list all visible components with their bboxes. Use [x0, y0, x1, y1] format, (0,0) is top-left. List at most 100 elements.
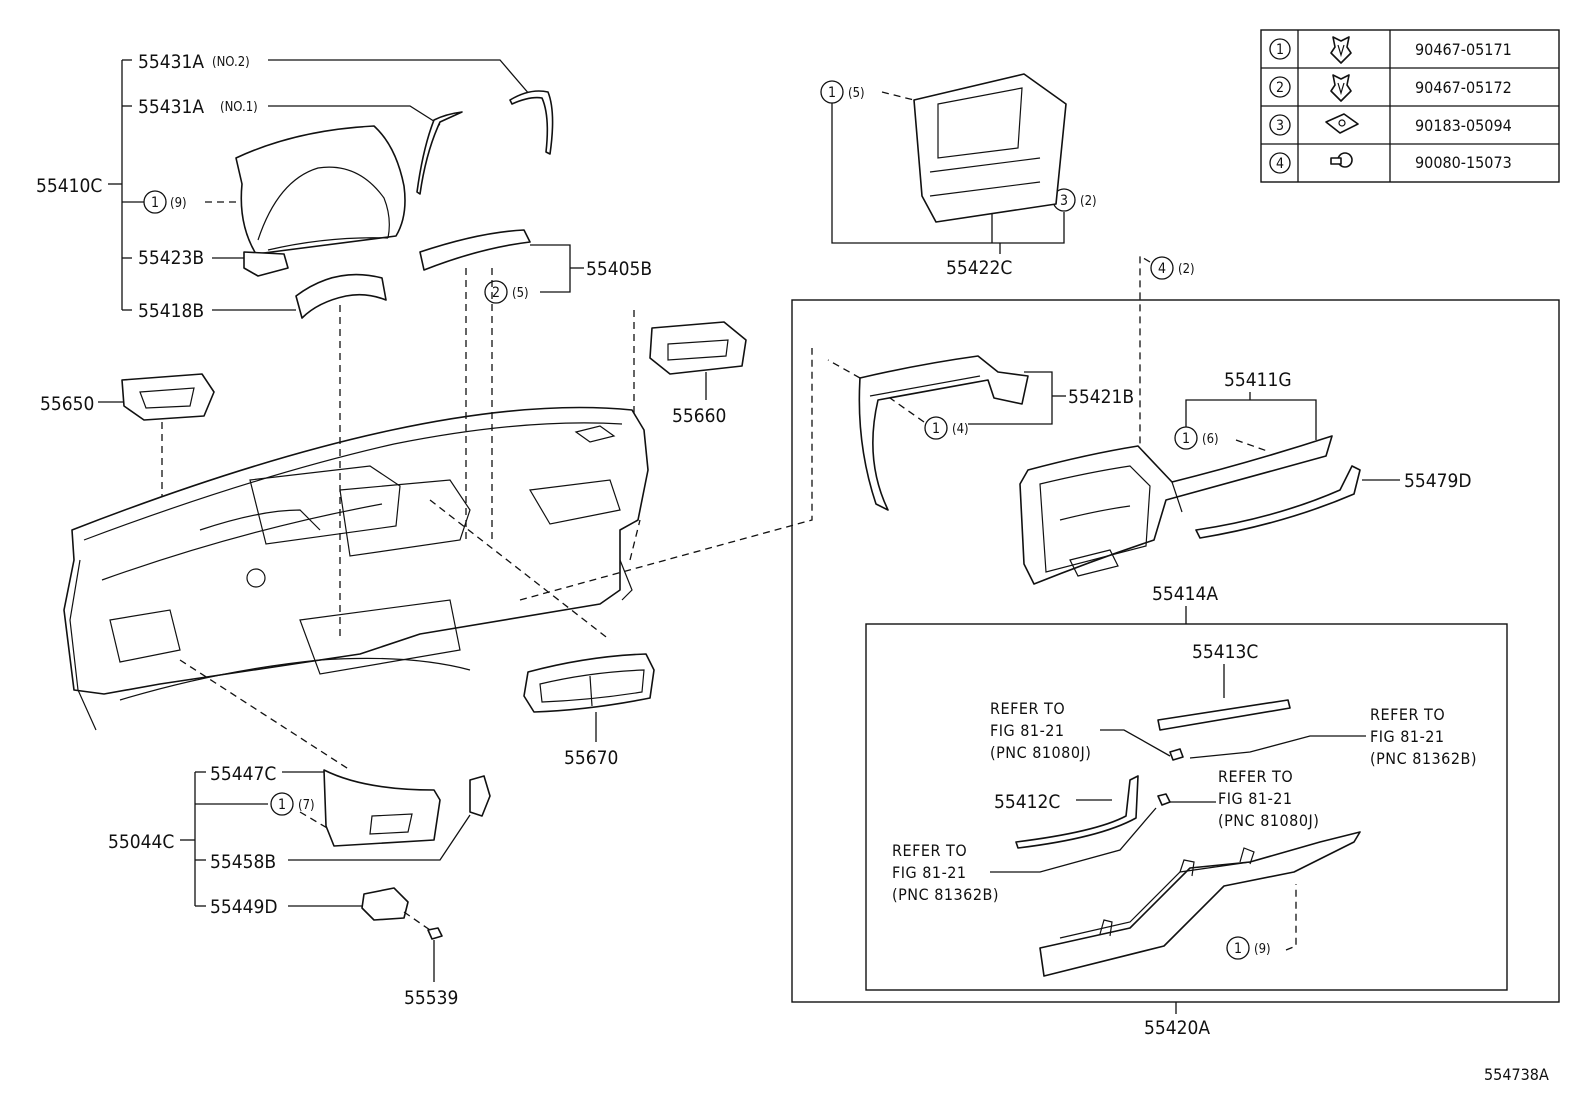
left-vent-group: 55650 — [40, 373, 215, 600]
ref-line: REFER TO — [1218, 767, 1293, 786]
callout-num: 4 — [1158, 261, 1166, 277]
callout-qty: (4) — [952, 422, 969, 437]
callout-clip-2-qty-5: 2 (5) — [484, 280, 529, 304]
legend-part-number: 90183-05094 — [1415, 116, 1512, 135]
lower-vent-group: 55670 — [523, 653, 655, 769]
lower-panel-cover — [323, 769, 441, 847]
legend-num: 3 — [1276, 118, 1284, 134]
label-55660: 55660 — [672, 405, 726, 427]
label-55044c: 55044C — [108, 831, 174, 853]
meter-trim-no1 — [416, 111, 463, 195]
ref-line: FIG 81-21 — [892, 863, 967, 882]
trim-strip-55412c — [1015, 775, 1139, 849]
label-55411g: 55411G — [1224, 369, 1292, 391]
glove-box-upper-panel — [1019, 435, 1333, 585]
label-55431a-no1-sub: (NO.1) — [220, 100, 258, 115]
callout-qty: (5) — [512, 286, 529, 301]
callout-clip-1-qty-9: 1 (9) — [143, 190, 258, 214]
figure-id: 554738A — [1484, 1065, 1549, 1084]
label-55413c: 55413C — [1192, 641, 1258, 663]
glove-box-assembly-group: 55420A 55421B 1 (4) 55411G 1 (6) 55479D — [791, 299, 1560, 1039]
ref-line: REFER TO — [892, 841, 967, 860]
label-55447c: 55447C — [210, 763, 276, 785]
meter-lower-panel — [295, 273, 387, 319]
label-55405b: 55405B — [586, 258, 652, 280]
callout-clip-1-qty-9-lower: 1 (9) — [1226, 884, 1297, 960]
meter-hood-bracket — [243, 251, 289, 277]
display-bezel — [913, 73, 1067, 223]
ref-line: (PNC 81080J) — [990, 743, 1091, 762]
legend-num: 4 — [1276, 156, 1284, 172]
legend-row-2: 2 90467-05172 — [1269, 74, 1512, 102]
label-55412c: 55412C — [994, 791, 1060, 813]
legend-row-4: 4 90080-15073 — [1269, 152, 1512, 174]
ref-line: REFER TO — [1370, 705, 1445, 724]
glove-box-lower-frame — [1039, 831, 1361, 977]
meter-trim-no2 — [509, 90, 554, 155]
ref-line: FIG 81-21 — [1218, 789, 1293, 808]
lower-center-air-vent — [523, 653, 655, 713]
callout-qty: (5) — [848, 86, 865, 101]
label-55410c: 55410C — [36, 175, 102, 197]
ref-line: FIG 81-21 — [1370, 727, 1445, 746]
legend-row-3: 3 90183-05094 — [1269, 113, 1512, 136]
callout-qty: (9) — [170, 196, 187, 211]
meter-hood-group: 55431A (NO.2) 55431A (NO.1) 55410C 55423… — [36, 51, 554, 322]
assembly-box-55414a — [865, 623, 1508, 991]
center-air-vent — [649, 321, 747, 375]
callout-num: 1 — [828, 85, 836, 101]
label-55414a: 55414A — [1152, 583, 1218, 605]
label-55431a-no1: 55431A — [138, 96, 204, 118]
left-air-vent — [121, 373, 215, 421]
label-55539: 55539 — [404, 987, 458, 1009]
ref-line: REFER TO — [990, 699, 1065, 718]
legend-row-1: 1 90467-05171 — [1269, 36, 1512, 64]
upper-panel — [419, 229, 531, 271]
callout-qty: (2) — [1178, 262, 1195, 277]
callout-num: 1 — [1182, 431, 1190, 447]
label-55422c: 55422C — [946, 257, 1012, 279]
clip-icon — [1330, 36, 1352, 64]
trim-strip-55413c — [1157, 699, 1291, 731]
label-55670: 55670 — [564, 747, 618, 769]
center-vent-group: 55660 — [633, 310, 747, 427]
label-55458b: 55458B — [210, 851, 276, 873]
nut-clip-icon — [1325, 113, 1359, 134]
instrument-panel — [63, 268, 813, 771]
callout-clip-1-qty-6: 1 (6) — [1174, 426, 1271, 453]
fastener-legend: 1 90467-05171 2 90467-05172 3 90183-0509 — [1260, 29, 1560, 183]
reference-note-1: REFER TO FIG 81-21 (PNC 81080J) — [990, 699, 1184, 762]
legend-part-number: 90467-05172 — [1415, 78, 1512, 97]
ref-line: (PNC 81362B) — [1370, 749, 1477, 768]
callout-num: 1 — [278, 797, 286, 813]
callout-qty: (6) — [1202, 432, 1219, 447]
callout-clip-1-qty-7: 1 (7) — [270, 792, 335, 833]
callout-clip-1-qty-5: 1 (5) — [820, 80, 915, 104]
reference-note-2: REFER TO FIG 81-21 (PNC 81362B) — [1189, 705, 1477, 768]
callout-qty: (9) — [1254, 942, 1271, 957]
upper-panel-group: 55405B 2 (5) — [419, 229, 652, 304]
callout-num: 3 — [1060, 193, 1068, 209]
label-55449d: 55449D — [210, 896, 278, 918]
glove-box-trim-55479d — [1195, 465, 1361, 539]
callout-num: 1 — [932, 421, 940, 437]
ref-line: (PNC 81080J) — [1218, 811, 1319, 830]
label-55650: 55650 — [40, 393, 94, 415]
lower-panel-group: 55447C 55044C 55458B 55449D 1 (7) 55539 — [108, 763, 491, 1009]
side-panel-55421b — [858, 355, 1029, 511]
label-55418b: 55418B — [138, 300, 204, 322]
callout-num: 1 — [1234, 941, 1242, 957]
callout-qty: (7) — [298, 798, 315, 813]
reference-note-3: REFER TO FIG 81-21 (PNC 81080J) — [1157, 767, 1319, 830]
label-55431a-no2-sub: (NO.2) — [212, 55, 250, 70]
legend-num: 2 — [1276, 80, 1284, 96]
legend-num: 1 — [1276, 42, 1284, 58]
callout-screw-4-qty-2: 4 (2) — [1139, 254, 1195, 458]
display-bezel-group: 55422C 1 (5) 3 (2) — [820, 73, 1097, 279]
label-55479d: 55479D — [1404, 470, 1472, 492]
label-55420a: 55420A — [1144, 1017, 1210, 1039]
meter-hood — [235, 125, 406, 255]
callout-num: 2 — [492, 285, 500, 301]
label-55431a-no2: 55431A — [138, 51, 204, 73]
